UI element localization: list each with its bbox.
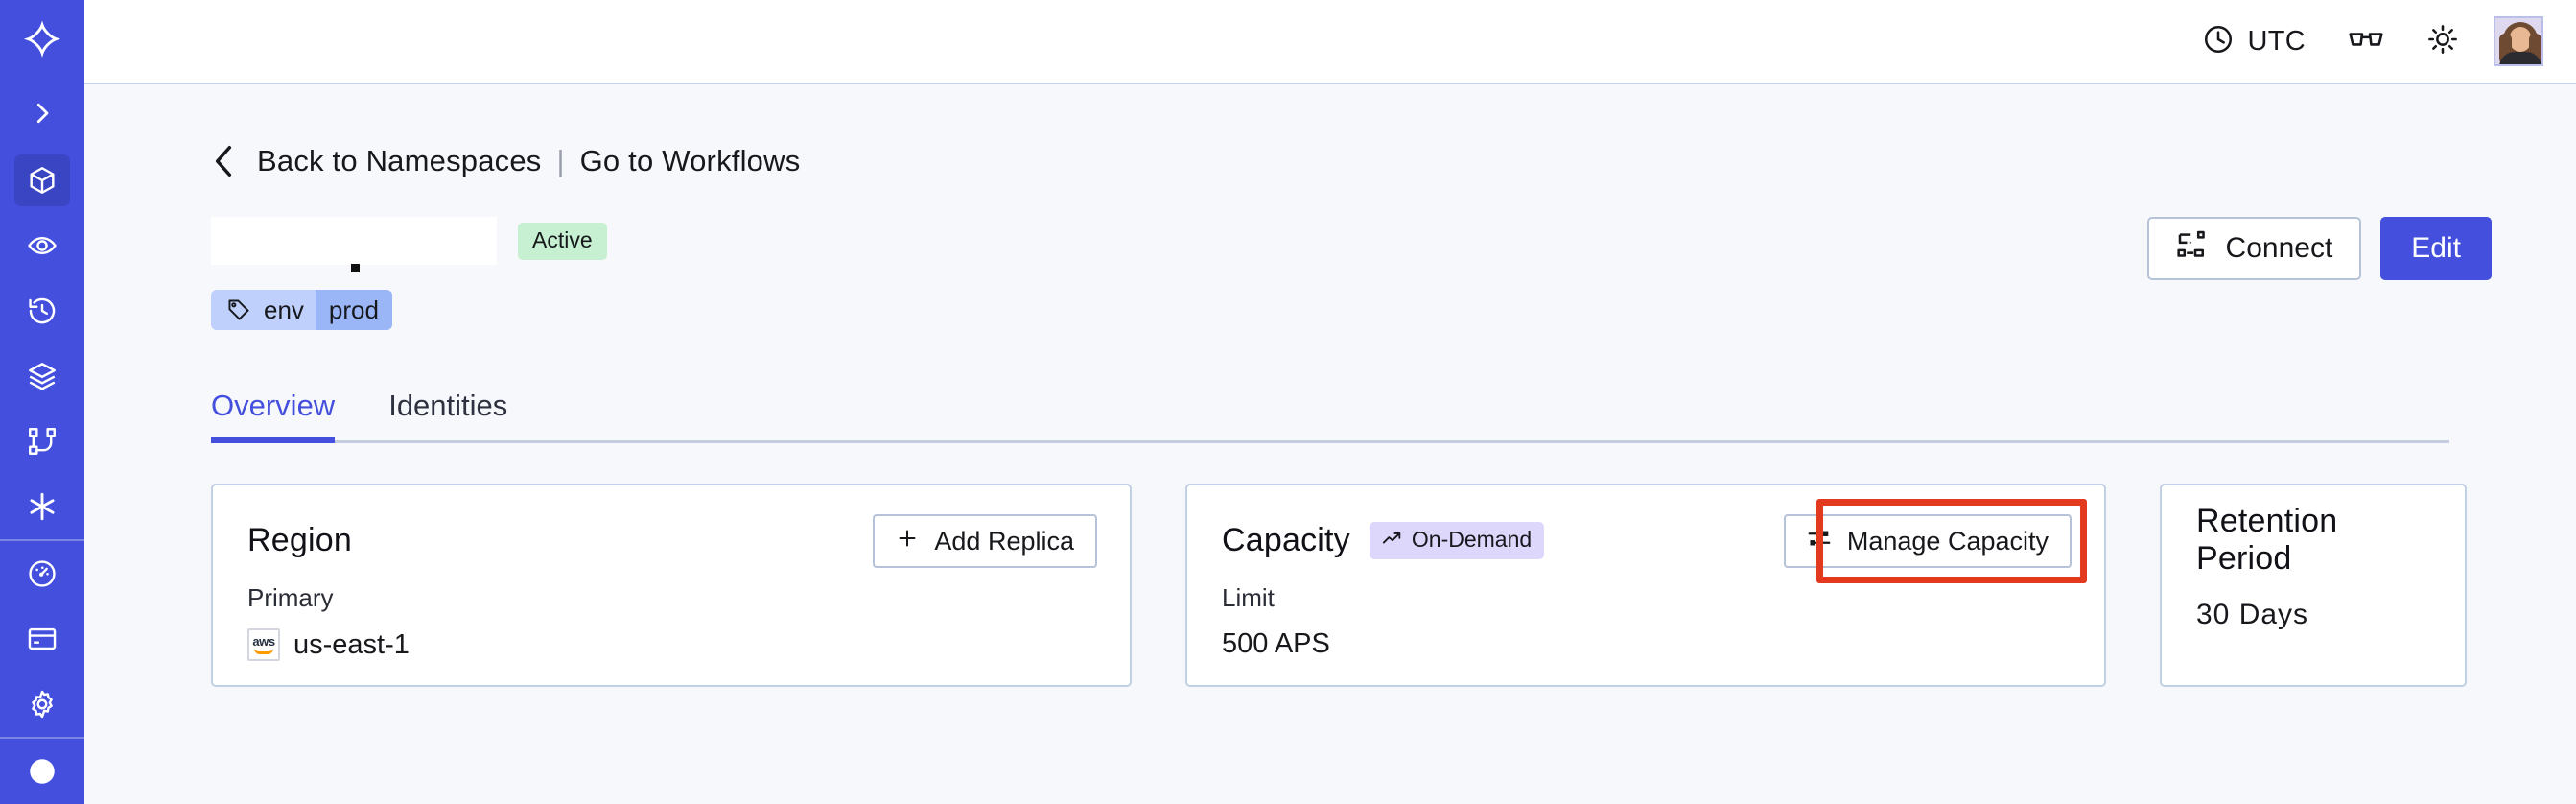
namespace-title-block: Active [211,217,607,272]
connect-button[interactable]: Connect [2146,217,2362,280]
breadcrumb: Back to Namespaces | Go to Workflows [211,138,2492,184]
layers-icon [14,350,70,402]
help-circle-icon [14,745,70,797]
overview-cards: Region Add Replica Primary aws [211,484,2492,687]
avatar-face [2510,27,2531,52]
manage-capacity-button[interactable]: Manage Capacity [1783,514,2072,568]
primary-sidebar [0,0,84,804]
on-demand-badge-label: On-Demand [1411,527,1533,552]
title-redaction-mark [351,264,360,272]
capacity-value: 500 APS [1222,628,1330,659]
sidebar-item-help[interactable] [0,739,84,804]
page-content: Back to Namespaces | Go to Workflows Act… [84,84,2576,804]
glasses-icon [2348,25,2384,59]
sidebar-item-expand[interactable] [0,79,84,148]
sidebar-item-billing[interactable] [0,606,84,672]
region-value: us-east-1 [293,628,410,660]
gear-icon [14,678,70,730]
temporal-logo-icon [14,13,70,65]
sidebar-item-nexus[interactable] [0,474,84,539]
sidebar-item-observability[interactable] [0,213,84,278]
region-card: Region Add Replica Primary aws [211,484,1132,687]
gauge-icon [14,548,70,600]
cube-icon [14,154,70,206]
add-replica-button[interactable]: Add Replica [873,514,1097,568]
main-column: UTC [84,0,2576,804]
theme-toggle-button[interactable] [2405,0,2480,83]
timezone-label: UTC [2247,25,2306,57]
glasses-button[interactable] [2327,0,2405,83]
retention-card: Retention Period 30 Days [2160,484,2467,687]
edit-button[interactable]: Edit [2380,217,2492,280]
timezone-selector[interactable]: UTC [2181,0,2327,83]
sidebar-item-settings[interactable] [0,672,84,737]
namespace-tags: env prod [211,290,2492,334]
tag-icon [226,297,251,322]
breadcrumb-back-link[interactable]: Back to Namespaces [257,144,542,177]
breadcrumb-separator: | [556,144,565,177]
sidebar-item-usage[interactable] [0,541,84,606]
sidebar-item-logo[interactable] [0,0,84,79]
region-value-row: aws us-east-1 [247,628,1097,661]
page-title [211,217,497,272]
retention-value: 30 Days [2196,599,2309,630]
on-demand-badge: On-Demand [1369,521,1545,559]
avatar-body [2499,52,2541,64]
sidebar-item-history[interactable] [0,278,84,343]
retention-card-title: Retention Period [2196,503,2338,577]
sliders-icon [1807,527,1832,556]
chevron-right-icon [14,87,70,139]
top-bar: UTC [84,0,2576,84]
connect-button-label: Connect [2225,232,2333,264]
capacity-card-head: Capacity On-Demand [1222,518,2072,562]
eye-icon [14,220,70,272]
sun-icon [2426,23,2459,60]
tag-chip[interactable]: env prod [211,290,392,330]
tab-identities[interactable]: Identities [388,389,508,422]
capacity-card-title: Capacity [1222,521,1350,558]
sidebar-item-namespaces[interactable] [0,148,84,213]
sidebar-divider-1 [0,539,84,541]
chevron-left-icon[interactable] [211,143,236,179]
tab-bar: Overview Identities [211,380,2449,443]
add-replica-label: Add Replica [934,526,1074,556]
plus-icon [896,527,919,556]
header-actions: Connect Edit [2146,217,2492,280]
region-card-title: Region [247,521,352,558]
region-card-head: Region [247,518,1097,562]
manage-capacity-label: Manage Capacity [1846,526,2049,556]
credit-card-icon [14,613,70,665]
aws-wordmark: aws [252,634,275,649]
retention-card-head: Retention Period [2196,503,2432,577]
breadcrumb-workflows-link[interactable]: Go to Workflows [579,144,801,177]
tag-value: prod [315,290,392,330]
status-badge: Active [518,222,607,260]
tag-key: env [264,295,304,324]
capacity-limit-label: Limit [1222,583,1275,612]
capacity-card: Capacity On-Demand [1185,484,2106,687]
sidebar-item-workflows[interactable] [0,409,84,474]
trend-up-icon [1382,529,1403,552]
aws-icon: aws [247,628,280,661]
clock-icon [2202,23,2235,60]
namespace-header-row: Active [211,217,2492,280]
aws-swoosh [254,649,273,654]
tab-overview[interactable]: Overview [211,389,363,443]
sidebar-item-layers[interactable] [0,343,84,409]
clock-rewind-icon [14,285,70,337]
avatar[interactable] [2494,16,2543,66]
sidebar-divider-2 [0,737,84,739]
connect-icon [2176,230,2207,267]
region-primary-label: Primary [247,583,334,612]
asterisk-icon [14,481,70,532]
branch-icon [14,415,70,467]
